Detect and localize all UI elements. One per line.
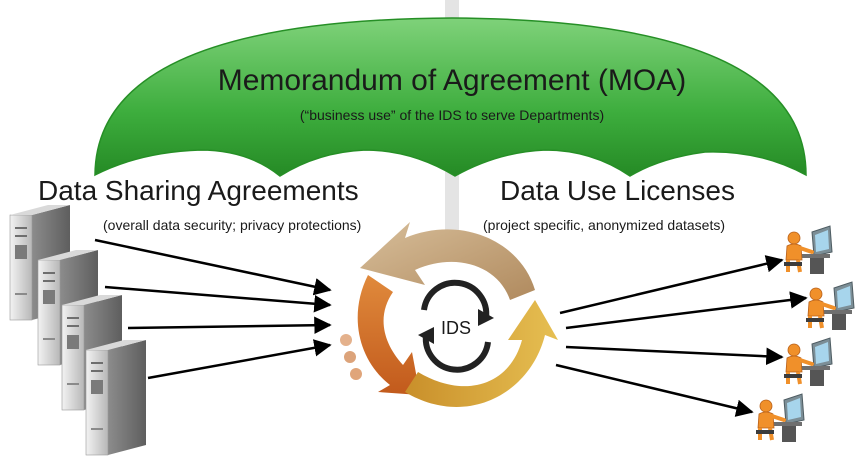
server-icon: [85, 339, 147, 456]
user-at-computer-icon: [782, 336, 834, 388]
cycle-arrow-left: [357, 275, 420, 395]
outbound-arrow: [565, 291, 808, 330]
ids-cycle: IDS: [340, 222, 558, 407]
right-section-title: Data Use Licenses: [500, 175, 735, 206]
outbound-arrow: [555, 363, 754, 417]
user-at-computer-icon: [754, 392, 806, 444]
outbound-arrow: [559, 255, 784, 315]
cycle-dot: [340, 334, 352, 346]
umbrella-subtitle: (“business use” of the IDS to serve Depa…: [300, 107, 604, 123]
outbound-arrows: [555, 255, 808, 417]
inbound-arrow: [147, 339, 332, 380]
user-at-computer-icon: [804, 280, 856, 332]
cycle-dot: [350, 368, 362, 380]
inbound-arrow: [127, 316, 332, 334]
cycle-arrow-top: [360, 222, 535, 300]
left-section-subtitle: (overall data security; privacy protecti…: [103, 217, 361, 233]
umbrella-title: Memorandum of Agreement (MOA): [218, 64, 687, 97]
left-section-title: Data Sharing Agreements: [38, 175, 359, 206]
cycle-arrow-right: [405, 300, 558, 407]
umbrella: Memorandum of Agreement (MOA) (“business…: [94, 0, 807, 230]
cycle-dot: [344, 351, 356, 363]
user-at-computer-icon: [782, 224, 834, 276]
inbound-arrows: [94, 238, 332, 380]
ids-label: IDS: [441, 318, 471, 338]
ids-icon: IDS: [418, 279, 494, 373]
outbound-arrow: [565, 345, 784, 366]
inbound-arrow: [94, 238, 332, 296]
inbound-arrow: [104, 285, 332, 313]
right-section-subtitle: (project specific, anonymized datasets): [483, 217, 725, 233]
umbrella-canopy: [94, 17, 807, 177]
